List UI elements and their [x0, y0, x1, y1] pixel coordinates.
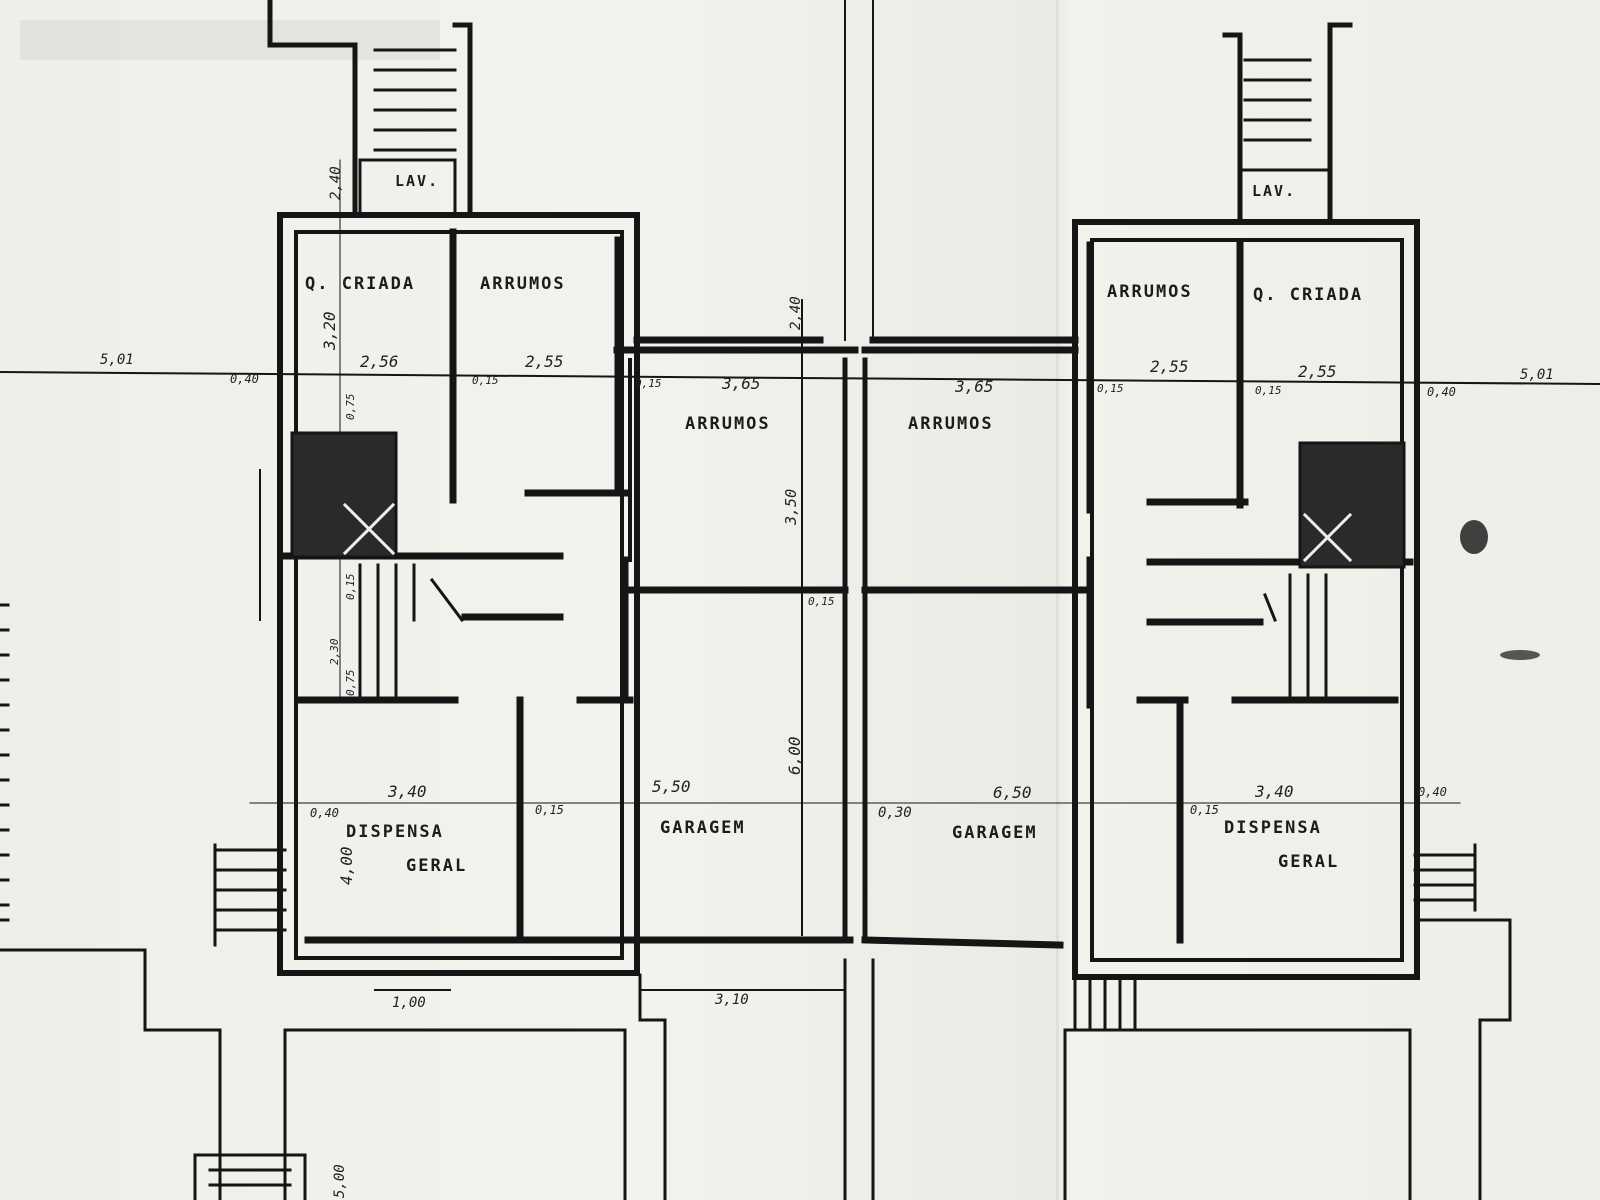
room-label-lav-left: LAV.	[395, 172, 440, 190]
dim-015-g: 0,15	[1190, 803, 1219, 817]
dim-240-a: 2,40	[328, 166, 344, 200]
room-label-arrumos-4: ARRUMOS	[1107, 282, 1193, 302]
dim-550: 5,50	[652, 777, 691, 796]
dim-255-b: 2,55	[1150, 357, 1189, 376]
dim-230: 2,30	[328, 638, 341, 666]
site-outlines	[0, 918, 1512, 1200]
dim-015-d: 0,15	[1255, 384, 1282, 397]
dim-501-right: 5,01	[1520, 367, 1554, 383]
dim-030: 0,30	[878, 805, 912, 821]
dim-040-c: 0,40	[310, 806, 339, 820]
dim-350: 3,50	[782, 488, 800, 525]
dim-340-b: 3,40	[1255, 782, 1294, 801]
dim-015-e: 0,15	[808, 595, 835, 608]
dim-015-f: 0,15	[535, 803, 564, 817]
room-label-garagem-right: GARAGEM	[952, 823, 1038, 843]
reference-lines	[0, 0, 1600, 991]
margin-ticks	[0, 603, 10, 922]
room-label-arrumos-1: ARRUMOS	[480, 274, 566, 294]
dim-400: 4,00	[337, 846, 356, 885]
dim-040-d: 0,40	[1418, 785, 1447, 799]
dim-015-c: 0,15	[1097, 382, 1124, 395]
dim-015-a: 0,15	[472, 374, 499, 387]
left-unit-walls	[267, 0, 859, 976]
dim-650: 6,50	[993, 783, 1032, 802]
room-label-q-criada-right: Q. CRIADA	[1253, 285, 1364, 305]
left-stair-treads	[213, 48, 465, 947]
right-stair-treads	[1243, 58, 1477, 912]
section-line	[0, 370, 1600, 386]
print-noise	[20, 20, 440, 60]
right-unit-walls	[861, 22, 1420, 980]
dim-256: 2,56	[360, 352, 399, 371]
dim-075-b: 0,75	[344, 669, 357, 697]
dim-340-a: 3,40	[388, 782, 427, 801]
dim-255-a: 2,55	[525, 352, 564, 371]
ink-blot	[1460, 520, 1488, 554]
dim-310: 3,10	[715, 992, 749, 1008]
room-label-arrumos-2: ARRUMOS	[685, 414, 771, 434]
dim-501-left: 5,01	[100, 352, 134, 368]
room-label-q-criada-left: Q. CRIADA	[305, 274, 416, 294]
dim-015-b: 0,15	[635, 377, 662, 390]
room-label-garagem-left: GARAGEM	[660, 818, 746, 838]
ink-smudge	[1500, 650, 1540, 660]
dim-365-b: 3,65	[955, 377, 994, 396]
room-label-dispensa-right: DISPENSA	[1224, 818, 1322, 838]
room-label-dispensa-left: DISPENSA	[346, 822, 444, 842]
dim-040-a: 0,40	[230, 372, 259, 386]
dim-100: 1,00	[392, 995, 426, 1011]
dim-365-a: 3,65	[722, 374, 761, 393]
paper-fold-line	[1056, 0, 1059, 1200]
room-label-arrumos-3: ARRUMOS	[908, 414, 994, 434]
room-label-lav-right: LAV.	[1252, 182, 1297, 200]
dim-240-b: 2,40	[788, 296, 804, 330]
dim-075-a: 0,75	[344, 393, 357, 421]
room-label-geral-left: GERAL	[406, 856, 468, 876]
room-label-geral-right: GERAL	[1278, 852, 1340, 872]
dim-320: 3,20	[320, 311, 339, 350]
dim-500: 5,00	[332, 1164, 348, 1198]
dim-255-c: 2,55	[1298, 362, 1337, 381]
dim-015-h: 0,15	[344, 573, 357, 601]
dim-600: 6,00	[785, 736, 804, 775]
dim-040-b: 0,40	[1427, 385, 1456, 399]
